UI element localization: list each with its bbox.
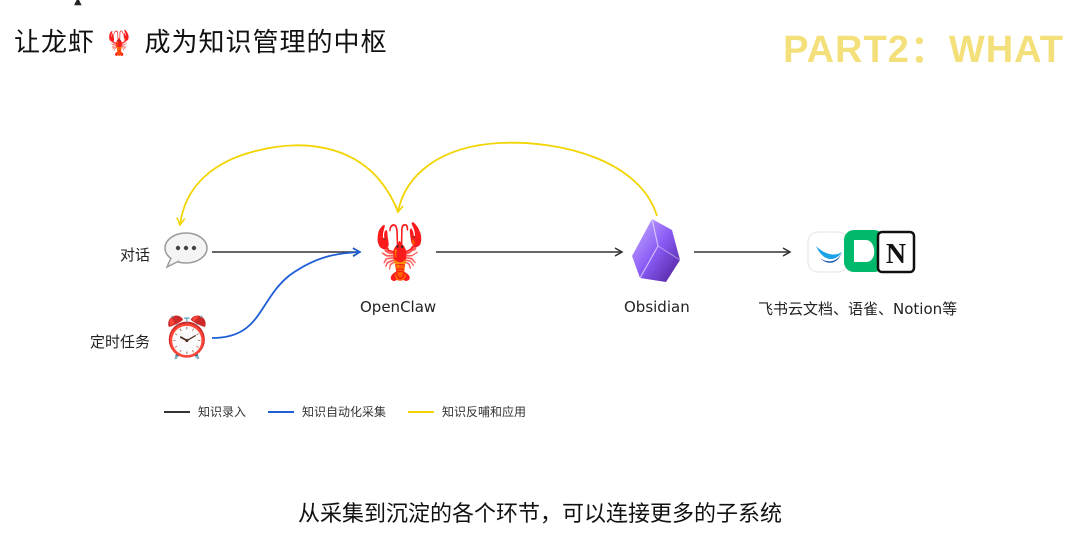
lobster-icon: 🦞 xyxy=(366,220,434,283)
node-label-dialog: 对话 xyxy=(120,246,151,264)
title-prefix: 让龙虾 xyxy=(14,28,96,58)
page-title: 让龙虾 🦞 成为知识管理的中枢 xyxy=(14,22,387,59)
node-label-apps: 飞书云文档、语雀、Notion等 xyxy=(758,300,958,318)
svg-text:N: N xyxy=(886,239,906,270)
alarm-clock-icon: ⏰ xyxy=(162,315,212,361)
title-lobster-icon: 🦞 xyxy=(104,29,136,57)
app-logos-icon: N xyxy=(807,230,916,274)
legend-label-feedback: 知识反哺和应用 xyxy=(442,405,527,419)
obsidian-icon xyxy=(632,218,681,282)
legend-label-auto: 知识自动化采集 xyxy=(302,405,387,419)
edge-openclaw-to-dialog-feedback xyxy=(176,144,399,227)
node-label-openclaw: OpenClaw xyxy=(360,298,437,316)
node-label-obsidian: Obsidian xyxy=(624,298,690,316)
legend-item-feedback: 知识反哺和应用 xyxy=(408,403,526,420)
edge-scheduled-to-openclaw xyxy=(211,247,362,339)
legend-swatch-input xyxy=(164,410,190,413)
legend-label-input: 知识录入 xyxy=(198,405,247,419)
title-suffix: 成为知识管理的中枢 xyxy=(144,28,388,58)
legend-item-input: 知识录入 xyxy=(164,403,246,420)
legend-swatch-auto xyxy=(268,410,295,413)
node-label-scheduled: 定时任务 xyxy=(90,333,151,351)
legend-swatch-feedback xyxy=(408,410,435,413)
legend: 知识录入 知识自动化采集 知识反哺和应用 xyxy=(164,403,526,420)
mouse-cursor-icon: ▲ xyxy=(74,0,82,7)
legend-item-auto: 知识自动化采集 xyxy=(268,403,386,420)
part-label: PART2：WHAT xyxy=(783,29,1064,71)
subtitle-caption: 从采集到沉淀的各个环节，可以连接更多的子系统 xyxy=(297,502,782,527)
edge-obsidian-to-openclaw-feedback xyxy=(394,141,658,217)
speech-bubble-icon xyxy=(164,232,208,269)
